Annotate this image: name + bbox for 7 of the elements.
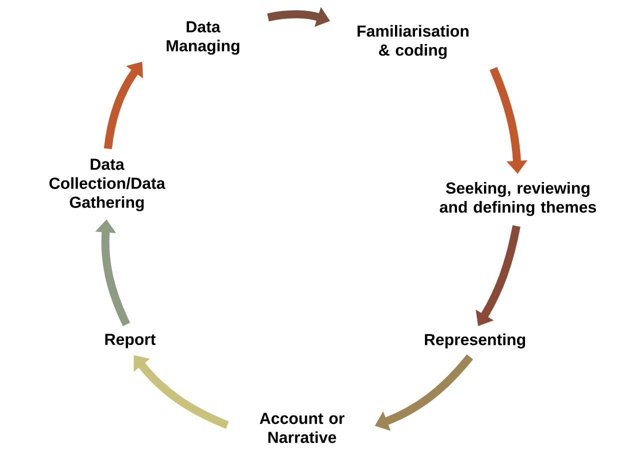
step-label: Account or Narrative	[260, 412, 344, 444]
step-label: Report	[105, 334, 156, 348]
step-label: Data Collection/Data Gathering	[49, 158, 166, 212]
step-label: Representing	[424, 334, 526, 348]
step-label: Data Managing	[166, 21, 240, 55]
step-label: Familiarisation & coding	[358, 25, 468, 59]
step-label: Seeking, reviewing and defining themes	[440, 182, 596, 216]
